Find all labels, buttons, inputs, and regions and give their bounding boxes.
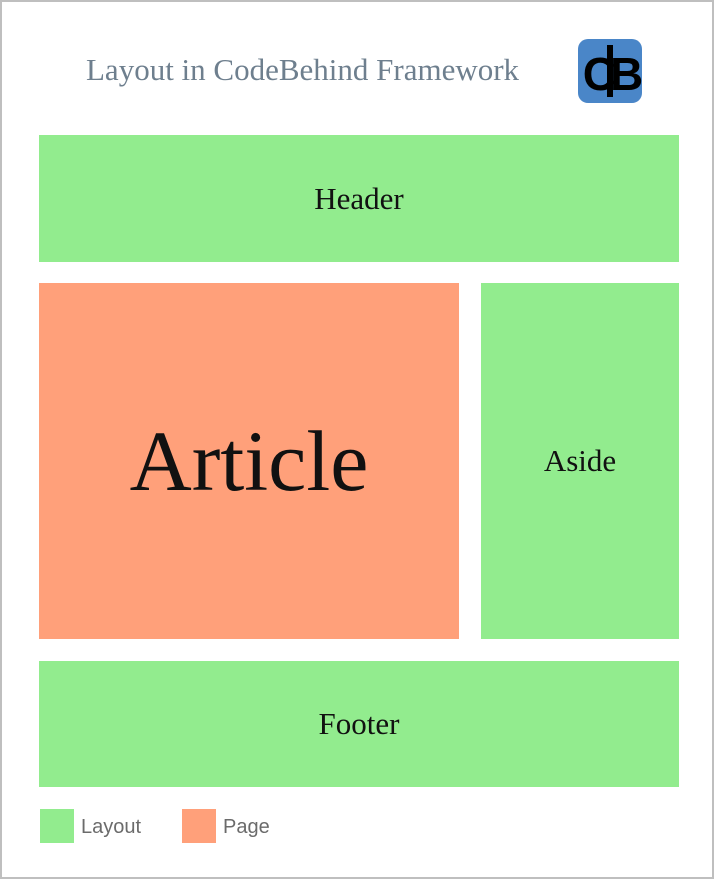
header-block: Header <box>39 135 679 262</box>
legend-page-swatch <box>182 809 216 843</box>
footer-label: Footer <box>318 706 400 741</box>
article-block: Article <box>39 283 459 639</box>
aside-label: Aside <box>543 443 617 478</box>
legend-layout-label: Layout <box>81 816 142 838</box>
aside-block: Aside <box>481 283 679 639</box>
legend-layout-swatch <box>40 809 74 843</box>
diagram-title: Layout in CodeBehind Framework <box>86 52 520 87</box>
footer-block: Footer <box>39 661 679 787</box>
header-label: Header <box>314 180 404 216</box>
article-label: Article <box>129 413 369 509</box>
legend-page-label: Page <box>223 816 270 838</box>
logo-text: CB <box>583 48 642 100</box>
codebehind-logo-icon: CB <box>578 39 648 103</box>
